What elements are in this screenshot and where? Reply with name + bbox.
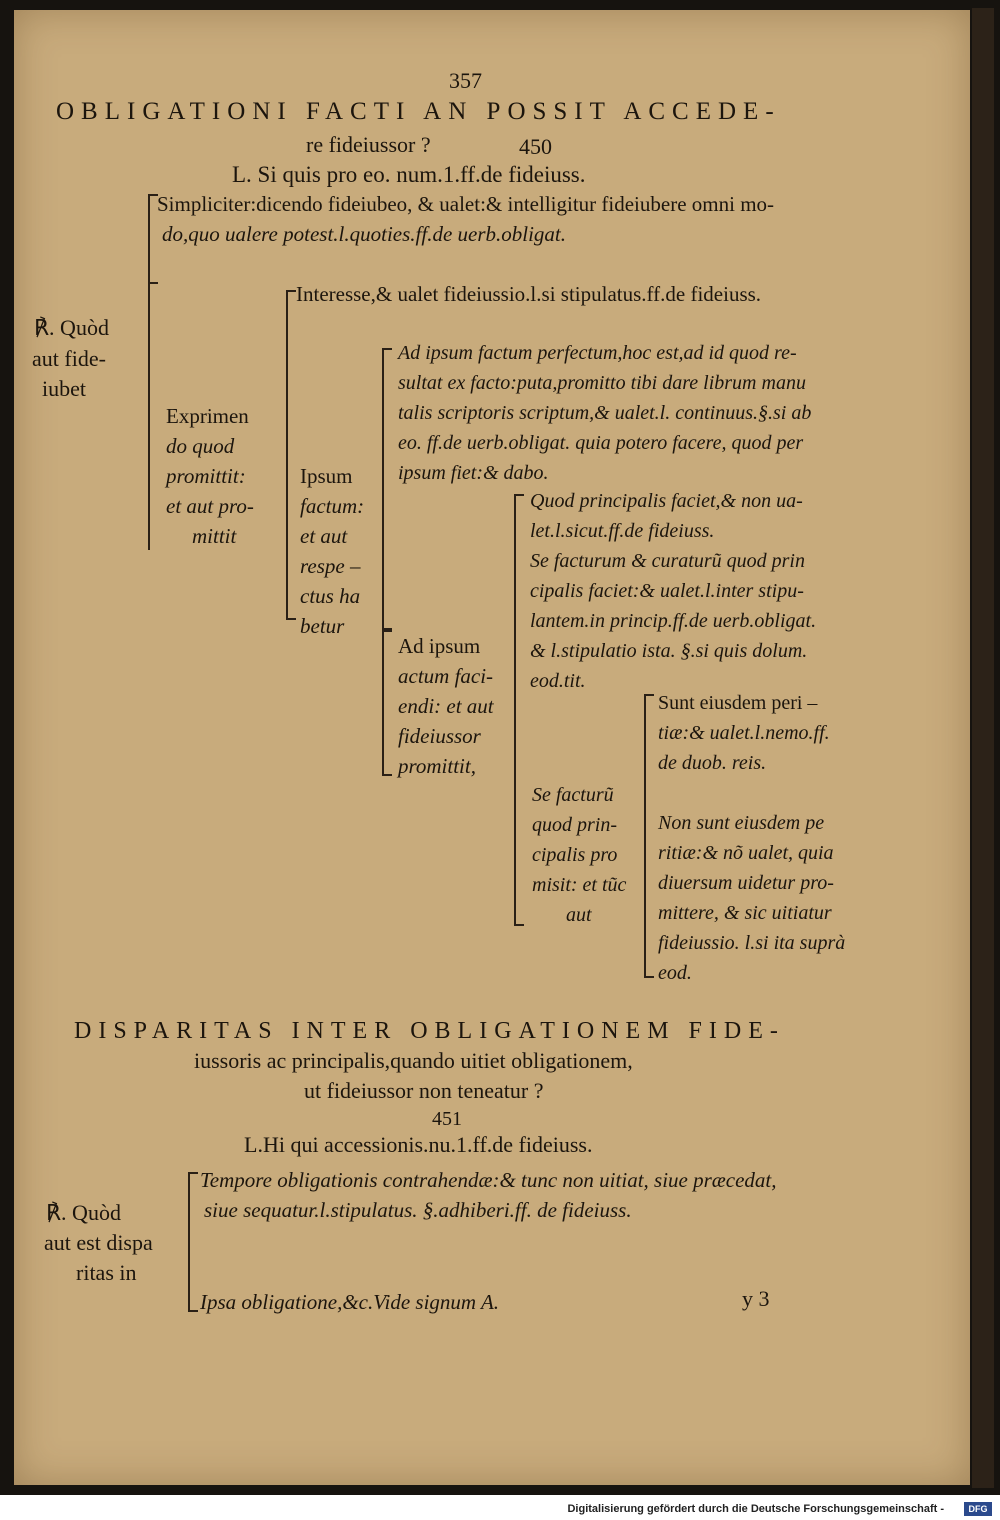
section2-title-line3: ut fideiussor non teneatur ? [304,1078,544,1103]
quod-line: Quod principalis faciet,& non ua- [530,490,803,512]
exprimendo-line: Exprimen [166,404,249,428]
section2-title-line2: iussoris ac principalis,quando uitiet ob… [194,1048,633,1073]
quod-line: let.l.sicut.ff.de fideiuss. [530,520,715,542]
answer-label-line: iubet [42,376,86,401]
ad-ipsum-line: ipsum fiet:& dabo. [398,462,549,484]
section1-citation: L. Si quis pro eo. num.1.ff.de fideiuss. [232,162,586,187]
quod-line: & l.stipulatio ista. §.si quis dolum. [530,640,808,662]
sunt-line: tiæ:& ualet.l.nemo.ff. [658,722,830,744]
section1-title-line2: re fideiussor ? [306,132,431,157]
ad-actum-line: endi: et aut [398,694,494,718]
ipsum-line: factum: [300,494,365,518]
ipsum-line: betur [300,614,345,638]
ad-ipsum-line: eo. ff.de uerb.obligat. quia potero face… [398,432,804,454]
tempore-line: siue sequatur.l.stipulatus. §.adhiberi.f… [204,1198,632,1222]
bracket-quod [514,494,524,926]
ipsum-line: ctus ha [300,584,361,608]
ipsum-line: et aut [300,524,348,548]
ad-actum-line: fideiussor [398,724,481,748]
section2-citation: L.Hi qui accessionis.nu.1.ff.de fideiuss… [244,1132,593,1157]
quod-line: eod.tit. [530,670,586,692]
se-facturu-line: quod prin- [532,814,617,836]
ad-ipsum-line: talis scriptoris scriptum,& ualet.l. con… [398,402,812,424]
book-page: 357 OBLIGATIONI FACTI AN POSSIT ACCEDE- … [14,10,970,1485]
book-edge [972,8,994,1488]
quod-line: lantem.in princip.ff.de uerb.obligat. [530,610,817,632]
non-sunt-line: mittere, & sic uitiatur [658,902,832,924]
ad-actum-line: Ad ipsum [398,634,481,658]
se-facturu-line: aut [566,904,592,926]
sunt-line: de duob. reis. [658,752,767,774]
interesse-text: Interesse,& ualet fideiussio.l.si stipul… [296,282,762,306]
page-number: 357 [449,68,482,93]
ipsum-line: respe – [300,554,361,578]
signature-mark: y 3 [742,1286,770,1311]
exprimendo-line: do quod [166,434,235,458]
footer-credit-text: Digitalisierung gefördert durch die Deut… [567,1503,944,1515]
section1-number: 450 [519,134,552,159]
section2-answer-line: ℟. Quòd [46,1200,121,1225]
footer-credit: Digitalisierung gefördert durch die Deut… [0,1499,984,1520]
dfg-logo: DFG [964,1502,992,1516]
exprimendo-line: et aut pro- [166,494,254,518]
sunt-line: Sunt eiusdem peri – [658,692,818,714]
se-facturu-line: misit: et tũc [532,874,627,896]
se-facturu-line: Se facturũ [532,784,614,806]
quod-line: cipalis faciet:& ualet.l.inter stipu- [530,580,804,602]
section2-answer-line: aut est dispa [44,1230,153,1255]
section2-number: 451 [432,1108,462,1130]
bracket-simpliciter [148,194,158,284]
non-sunt-line: eod. [658,962,692,984]
section2-title-line1: DISPARITAS INTER OBLIGATIONEM FIDE- [74,1018,785,1044]
bracket-sunt [644,694,654,978]
main-bracket-line [148,280,150,550]
answer-label-line: aut fide- [32,346,106,371]
se-facturu-line: cipalis pro [532,844,618,866]
quod-line: Se facturum & curaturũ quod prin [530,550,805,572]
ipsum-line: Ipsum [300,464,353,488]
ad-actum-line: promittit, [398,754,476,778]
non-sunt-line: fideiussio. l.si ita suprà [658,932,846,954]
bracket-section2 [188,1172,198,1312]
bracket-ad-ipsum [382,348,392,632]
bracket-interesse [286,290,296,620]
simpliciter-line: do,quo ualere potest.l.quoties.ff.de uer… [162,222,567,246]
bracket-ad-actum [382,628,392,776]
tempore-line: Tempore obligationis contrahendæ:& tunc … [200,1168,777,1192]
simpliciter-line: Simpliciter:dicendo fideiubeo, & ualet:&… [157,192,775,216]
non-sunt-line: Non sunt eiusdem pe [658,812,825,834]
ipsa-obligatione-line: Ipsa obligatione,&c.Vide signum A. [200,1290,500,1314]
non-sunt-line: diuersum uidetur pro- [658,872,834,894]
answer-label-line: ℟. Quòd [34,315,109,340]
ad-ipsum-line: Ad ipsum factum perfectum,hoc est,ad id … [398,342,797,364]
ad-ipsum-line: sultat ex facto:puta,promitto tibi dare … [398,372,806,394]
section1-title-line1: OBLIGATIONI FACTI AN POSSIT ACCEDE- [56,98,781,125]
non-sunt-line: ritiæ:& nõ ualet, quia [658,842,834,864]
ad-actum-line: actum faci- [398,664,494,688]
section2-answer-line: ritas in [76,1260,137,1285]
exprimendo-line: mittit [192,524,237,548]
exprimendo-line: promittit: [166,464,246,488]
